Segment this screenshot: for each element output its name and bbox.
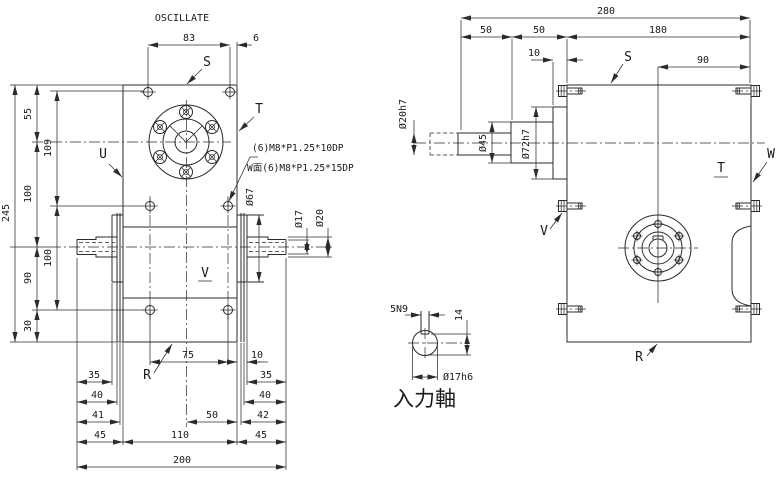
flange-hole-icon [652,218,664,230]
dim-280: 280 [597,6,615,17]
dim-35r: 35 [260,370,272,381]
lv-centerlines [32,100,335,427]
label-u: U [99,147,107,162]
thread-note-line1: (6)M8*P1.25*10DP [252,143,344,154]
stud-bolt-icon [731,85,763,97]
flange-bolt-icon [179,165,193,179]
dim-35l: 35 [88,370,100,381]
lv-body-outline [111,84,264,343]
mounting-hole-icon [220,198,236,214]
lv-output-flange [148,104,224,180]
rv-input-flange [624,214,692,282]
flange-hole-icon [673,230,685,242]
dim-o72h7: Ø72h7 [520,129,532,159]
label-r: R [635,350,643,365]
label-t: T [255,102,263,117]
dim-50: 50 [206,410,218,421]
rv-body-outline [429,84,752,343]
dim-90: 90 [697,55,709,66]
dim-200: 200 [173,455,191,466]
mounting-hole-icon [142,198,158,214]
label-r: R [143,368,151,383]
dim-245: 245 [1,204,12,222]
label-t: T [717,161,725,176]
dim-10: 10 [251,350,263,361]
dim-45r: 45 [255,430,267,441]
dim-30: 30 [23,320,34,332]
lv-labels: OSCILLATE S T U V R [99,13,263,383]
dim-110: 110 [171,430,189,441]
label-v: V [540,224,548,239]
stud-bolt-icon [731,200,763,212]
dim-o20h7: Ø20h7 [397,99,409,129]
dim-50b: 50 [533,25,545,36]
flange-bolt-icon [205,120,219,134]
lv-left-shaft [76,236,117,258]
flange-bolt-icon [179,105,193,119]
dim-50a: 50 [480,25,492,36]
stud-bolt-icon [555,303,587,315]
rv-dimensions: 280 50 50 180 10 90 Ø20h7 Ø45 Ø72h7 [397,6,751,180]
input-shaft-detail: 5N9 14 Ø17h6 入力軸 [390,304,473,411]
label-v: V [201,266,209,281]
lv-dimensions: 83 6 245 55 100 90 30 109 100 Ø6 [1,33,332,470]
dim-o67: Ø67 [244,188,256,206]
left-view: 83 6 245 55 100 90 30 109 100 Ø6 [1,13,354,470]
flange-hole-icon [631,230,643,242]
flange-hole-icon [631,254,643,266]
dim-o17h6: Ø17h6 [443,371,473,383]
dim-42: 42 [257,410,269,421]
stud-bolt-icon [555,85,587,97]
dim-75: 75 [182,350,194,361]
dim-40l: 40 [91,390,103,401]
dim-o45: Ø45 [477,134,489,152]
label-s: S [203,55,211,70]
dim-o20: Ø20 [314,209,326,227]
lv-thread-note: (6)M8*P1.25*10DP W面(6)M8*P1.25*15DP [228,143,354,202]
rv-studs [555,85,763,315]
dim-90: 90 [23,272,34,284]
view-title-oscillate: OSCILLATE [155,13,209,24]
dim-45l: 45 [94,430,106,441]
flange-hole-icon [652,266,664,278]
dim-83: 83 [183,33,195,44]
dim-10-plate: 10 [528,48,540,59]
rv-labels: S T W V R [540,50,775,365]
label-s: S [624,50,632,65]
dim-14: 14 [454,309,465,321]
dim-6: 6 [253,33,259,44]
dim-5n9: 5N9 [390,304,408,315]
flange-bolt-icon [205,150,219,164]
stud-bolt-icon [555,200,587,212]
dim-109: 109 [43,139,54,157]
dim-180: 180 [649,25,667,36]
dim-55: 55 [23,108,34,120]
thread-note-line2: W面(6)M8*P1.25*15DP [247,163,354,174]
rv-centerlines [415,67,765,303]
right-view: 280 50 50 180 10 90 Ø20h7 Ø45 Ø72h7 [397,6,775,365]
dim-40r: 40 [259,390,271,401]
label-w: W [767,147,775,162]
dim-100b: 100 [43,249,54,267]
dim-o17: Ø17 [293,210,305,228]
flange-bolt-icon [153,150,167,164]
flange-bolt-icon [153,120,167,134]
dim-100a: 100 [23,185,34,203]
dim-41: 41 [92,410,104,421]
mounting-hole-icon [220,302,236,318]
detail-caption: 入力軸 [393,387,456,411]
flange-hole-icon [673,254,685,266]
